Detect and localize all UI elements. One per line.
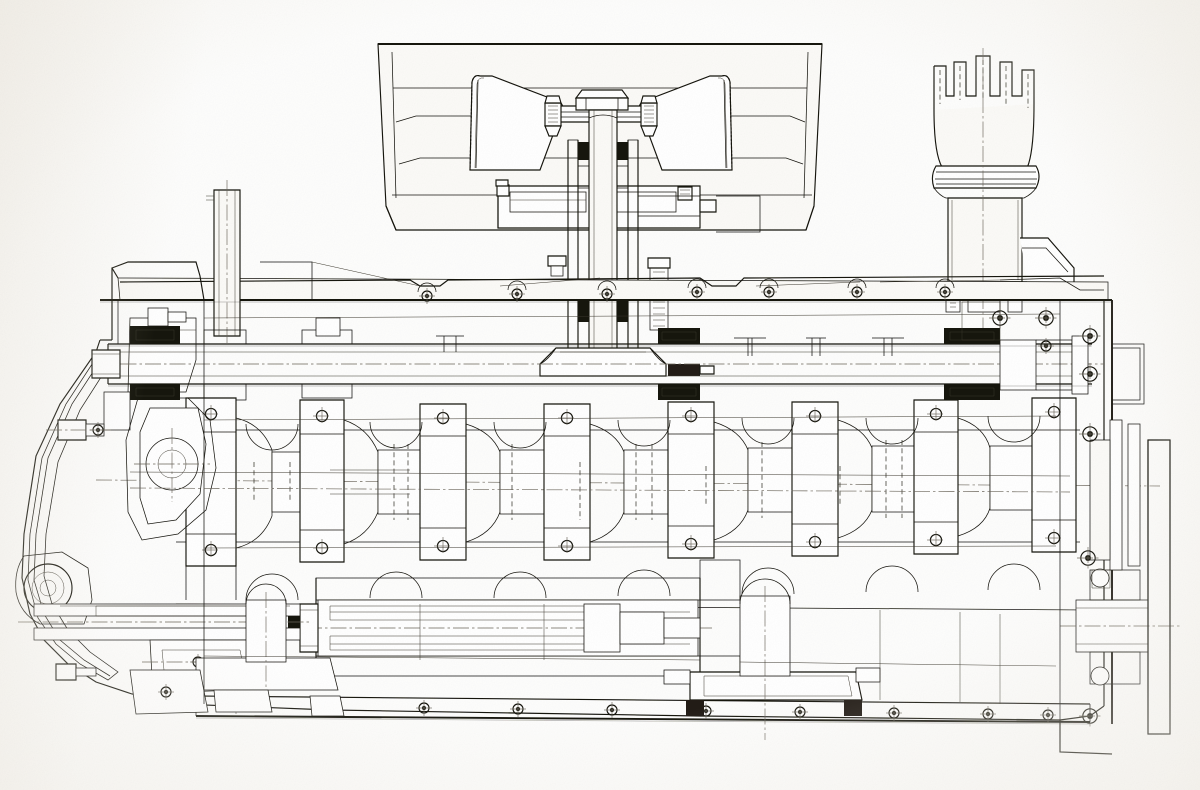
crank-web-4 — [623, 401, 749, 559]
crank-web-7 — [989, 397, 1077, 553]
crank-web-6 — [871, 399, 991, 555]
crankshaft-assembly — [95, 397, 1161, 567]
fan-spider-bolt-left — [544, 95, 562, 137]
crank-web-3 — [499, 403, 625, 561]
cam-bearing-2 — [203, 329, 247, 401]
crank-web-5 — [747, 401, 873, 557]
crank-web-1 — [185, 397, 345, 567]
fan-spider-bolt-right — [640, 95, 658, 137]
